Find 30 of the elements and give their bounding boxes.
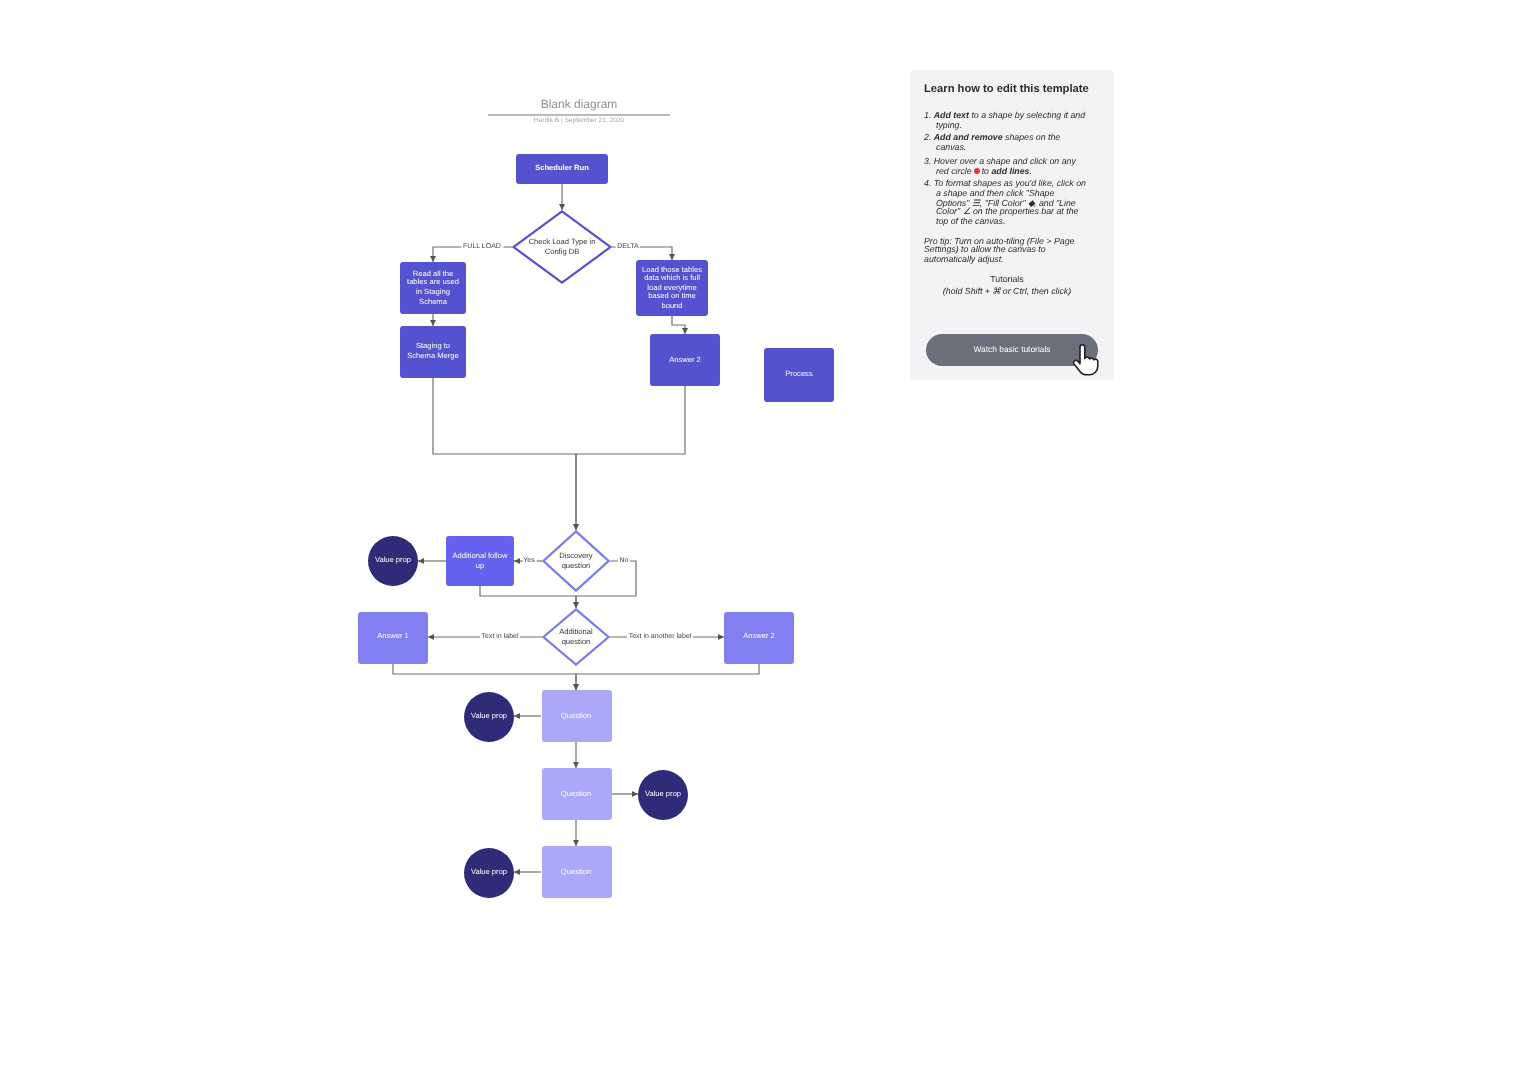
process-box xyxy=(541,690,611,742)
decision-diamond xyxy=(542,530,610,592)
arrow xyxy=(573,741,579,769)
arrow xyxy=(610,791,639,797)
arrow xyxy=(573,385,686,531)
instructions-panel xyxy=(910,70,1114,380)
circle-node xyxy=(368,536,418,586)
process-box xyxy=(541,768,611,820)
arrow xyxy=(513,869,542,875)
decision-diamond xyxy=(512,210,612,284)
arrow xyxy=(479,585,579,609)
process-box xyxy=(446,536,514,586)
arrow xyxy=(430,313,436,327)
arrow xyxy=(671,315,688,335)
process-box xyxy=(516,154,608,184)
circle-node xyxy=(638,769,688,819)
process-box xyxy=(541,846,611,898)
circle-node xyxy=(464,691,514,741)
process-box xyxy=(400,326,466,378)
process-box xyxy=(764,348,834,402)
arrow xyxy=(559,183,565,211)
arrow xyxy=(417,558,447,564)
process-box xyxy=(724,611,794,663)
arrow xyxy=(513,713,542,719)
process-box xyxy=(358,611,428,663)
arrow xyxy=(573,662,760,691)
arrow xyxy=(573,819,579,847)
process-box xyxy=(650,334,720,386)
decision-diamond xyxy=(542,608,610,666)
circle-node xyxy=(464,847,514,897)
